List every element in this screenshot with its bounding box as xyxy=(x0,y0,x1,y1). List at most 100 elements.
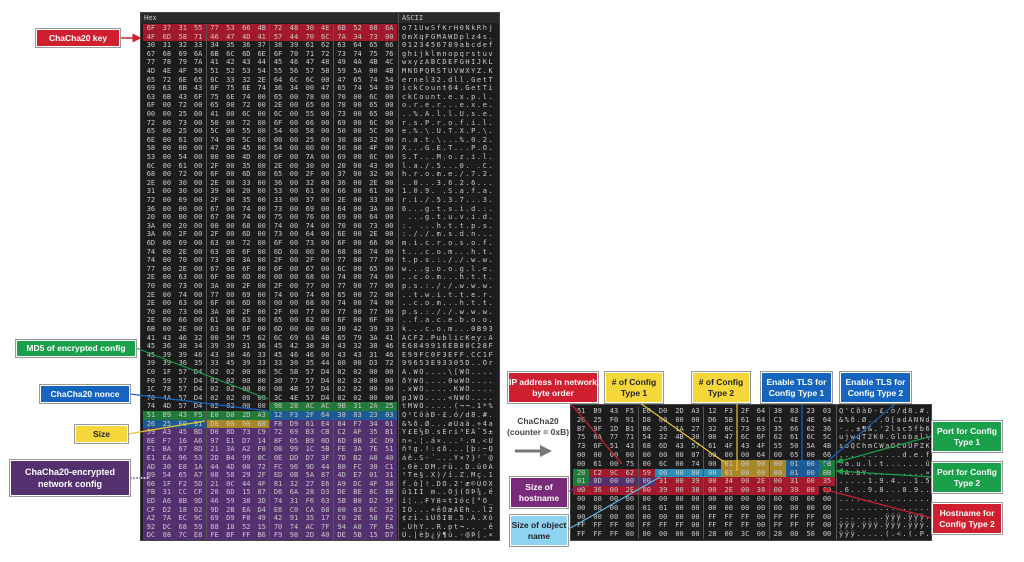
hex-byte: 7A xyxy=(333,32,350,42)
hex-byte: 43 xyxy=(353,350,362,359)
hex-byte: 00 xyxy=(289,161,299,170)
hex-byte: EB xyxy=(381,488,398,497)
hex-byte: 00 xyxy=(254,196,271,205)
hex-byte: 00 xyxy=(353,290,362,299)
hex-byte: 00 xyxy=(191,187,207,196)
hex-byte: 00 xyxy=(254,213,271,222)
hex-byte: 6C xyxy=(210,75,219,84)
hex-byte: 58 xyxy=(381,479,398,489)
hex-byte: 62 xyxy=(773,433,783,442)
hex-byte: 00 xyxy=(642,530,651,539)
hex-byte: 2F xyxy=(210,161,219,170)
hex-byte: 62 xyxy=(622,468,639,478)
hex-byte: 77 xyxy=(146,58,156,67)
hex-byte: 30 xyxy=(226,350,235,359)
hex-byte: 02 xyxy=(353,385,362,394)
hex-byte: 6C xyxy=(369,118,378,127)
hex-byte: 74 xyxy=(305,290,315,299)
ascii-row: :. ...h.t.t.p.s. xyxy=(402,221,495,230)
hex-byte: 30 xyxy=(178,178,187,187)
hex-byte: 78 xyxy=(162,58,172,67)
hex-byte: 34 xyxy=(365,419,382,429)
hex-byte: 77 xyxy=(369,256,378,265)
hex-byte: 55 xyxy=(190,24,207,33)
hex-byte: 2F xyxy=(242,307,251,316)
ascii-row: k...c.o.m...0B93 xyxy=(402,325,495,333)
hex-byte: 65 xyxy=(273,92,283,101)
hex-byte: 38 xyxy=(305,342,315,351)
hex-byte: 00 xyxy=(318,256,334,265)
hex-byte: 77 xyxy=(369,307,378,316)
hex-byte: 6C xyxy=(369,153,378,161)
hex-byte: 4F xyxy=(365,479,382,489)
hex-byte: 6D xyxy=(242,170,251,179)
hex-byte: 34 xyxy=(191,342,207,351)
hex-byte: 2E xyxy=(146,299,156,308)
label-hostname-size: Size of hostname xyxy=(510,477,568,508)
hex-byte: B6 xyxy=(642,424,651,433)
hex-byte: 4B xyxy=(318,333,334,343)
hex-byte: 65 xyxy=(369,101,378,110)
hex-byte: 6D xyxy=(242,230,251,239)
hex-byte: 00 xyxy=(790,495,799,503)
hex-byte: 6D xyxy=(222,488,239,497)
hex-byte: F0 xyxy=(174,419,191,429)
hex-byte: 00 xyxy=(687,468,705,478)
ascii-row: ...g.t.u.v.i.d. xyxy=(402,213,495,222)
hex-byte: 31 xyxy=(242,342,251,351)
hex-byte: 51 xyxy=(609,442,619,451)
hex-byte: 77 xyxy=(305,307,315,316)
label-config-count-1: # of Config Type 1 xyxy=(605,372,663,403)
hex-byte: 4D xyxy=(333,471,350,480)
hex-byte: 33 xyxy=(242,178,251,187)
hex-byte: 00 xyxy=(226,101,235,110)
hex-byte: 00 xyxy=(162,264,172,273)
hex-byte: 00 xyxy=(254,307,271,317)
hex-byte: 00 xyxy=(242,385,251,394)
hex-byte: 2B xyxy=(222,505,239,515)
hex-byte: 00 xyxy=(353,135,362,144)
hex-byte: 38 xyxy=(369,342,378,351)
hex-byte: 39 xyxy=(226,342,235,351)
hex-byte: 41 xyxy=(210,58,219,67)
hex-byte: 00 xyxy=(675,530,684,539)
hex-byte: 2D xyxy=(238,411,255,420)
hex-byte: D2 xyxy=(365,497,382,506)
hex-byte: 00 xyxy=(254,110,271,119)
hex-byte: 6D xyxy=(333,436,350,446)
hex-byte: 5B xyxy=(317,445,334,454)
hex-byte: D7 xyxy=(238,436,255,446)
hex-byte: 1F xyxy=(158,479,175,489)
hex-byte: 4E xyxy=(162,67,172,75)
hex-byte: 57 xyxy=(178,393,187,402)
hex-byte: 8C xyxy=(254,454,271,463)
ascii-row: ................ xyxy=(839,503,929,512)
hex-byte: 20 xyxy=(178,221,187,230)
hex-byte: 5C xyxy=(210,127,219,136)
hex-byte: 69 xyxy=(337,153,346,161)
hex-byte: FF xyxy=(593,530,602,539)
hex-byte: 2E xyxy=(146,290,156,299)
ascii-row: X...G.E.T...P.O. xyxy=(402,144,495,153)
hex-byte: 00 xyxy=(289,325,299,333)
hex-byte: 5A xyxy=(301,471,318,480)
hex-byte: 6C xyxy=(242,110,251,118)
hex-byte: 51 xyxy=(143,411,159,420)
hex-byte: 02 xyxy=(337,368,346,376)
hex-byte: 00 xyxy=(822,512,832,521)
hex-byte: 00 xyxy=(162,213,172,222)
hex-byte: 74 xyxy=(146,402,156,411)
hex-byte: F5 xyxy=(622,407,639,416)
hex-byte: 38 xyxy=(238,497,255,506)
hex-byte: 84 xyxy=(333,419,350,429)
hex-byte: 50 xyxy=(337,144,346,153)
hex-byte: 03 xyxy=(822,407,832,415)
hex-byte: 74 xyxy=(254,84,271,93)
hex-byte: 72 xyxy=(178,170,187,179)
hex-byte: 00 xyxy=(822,503,832,512)
hex-byte: 00 xyxy=(318,247,334,257)
